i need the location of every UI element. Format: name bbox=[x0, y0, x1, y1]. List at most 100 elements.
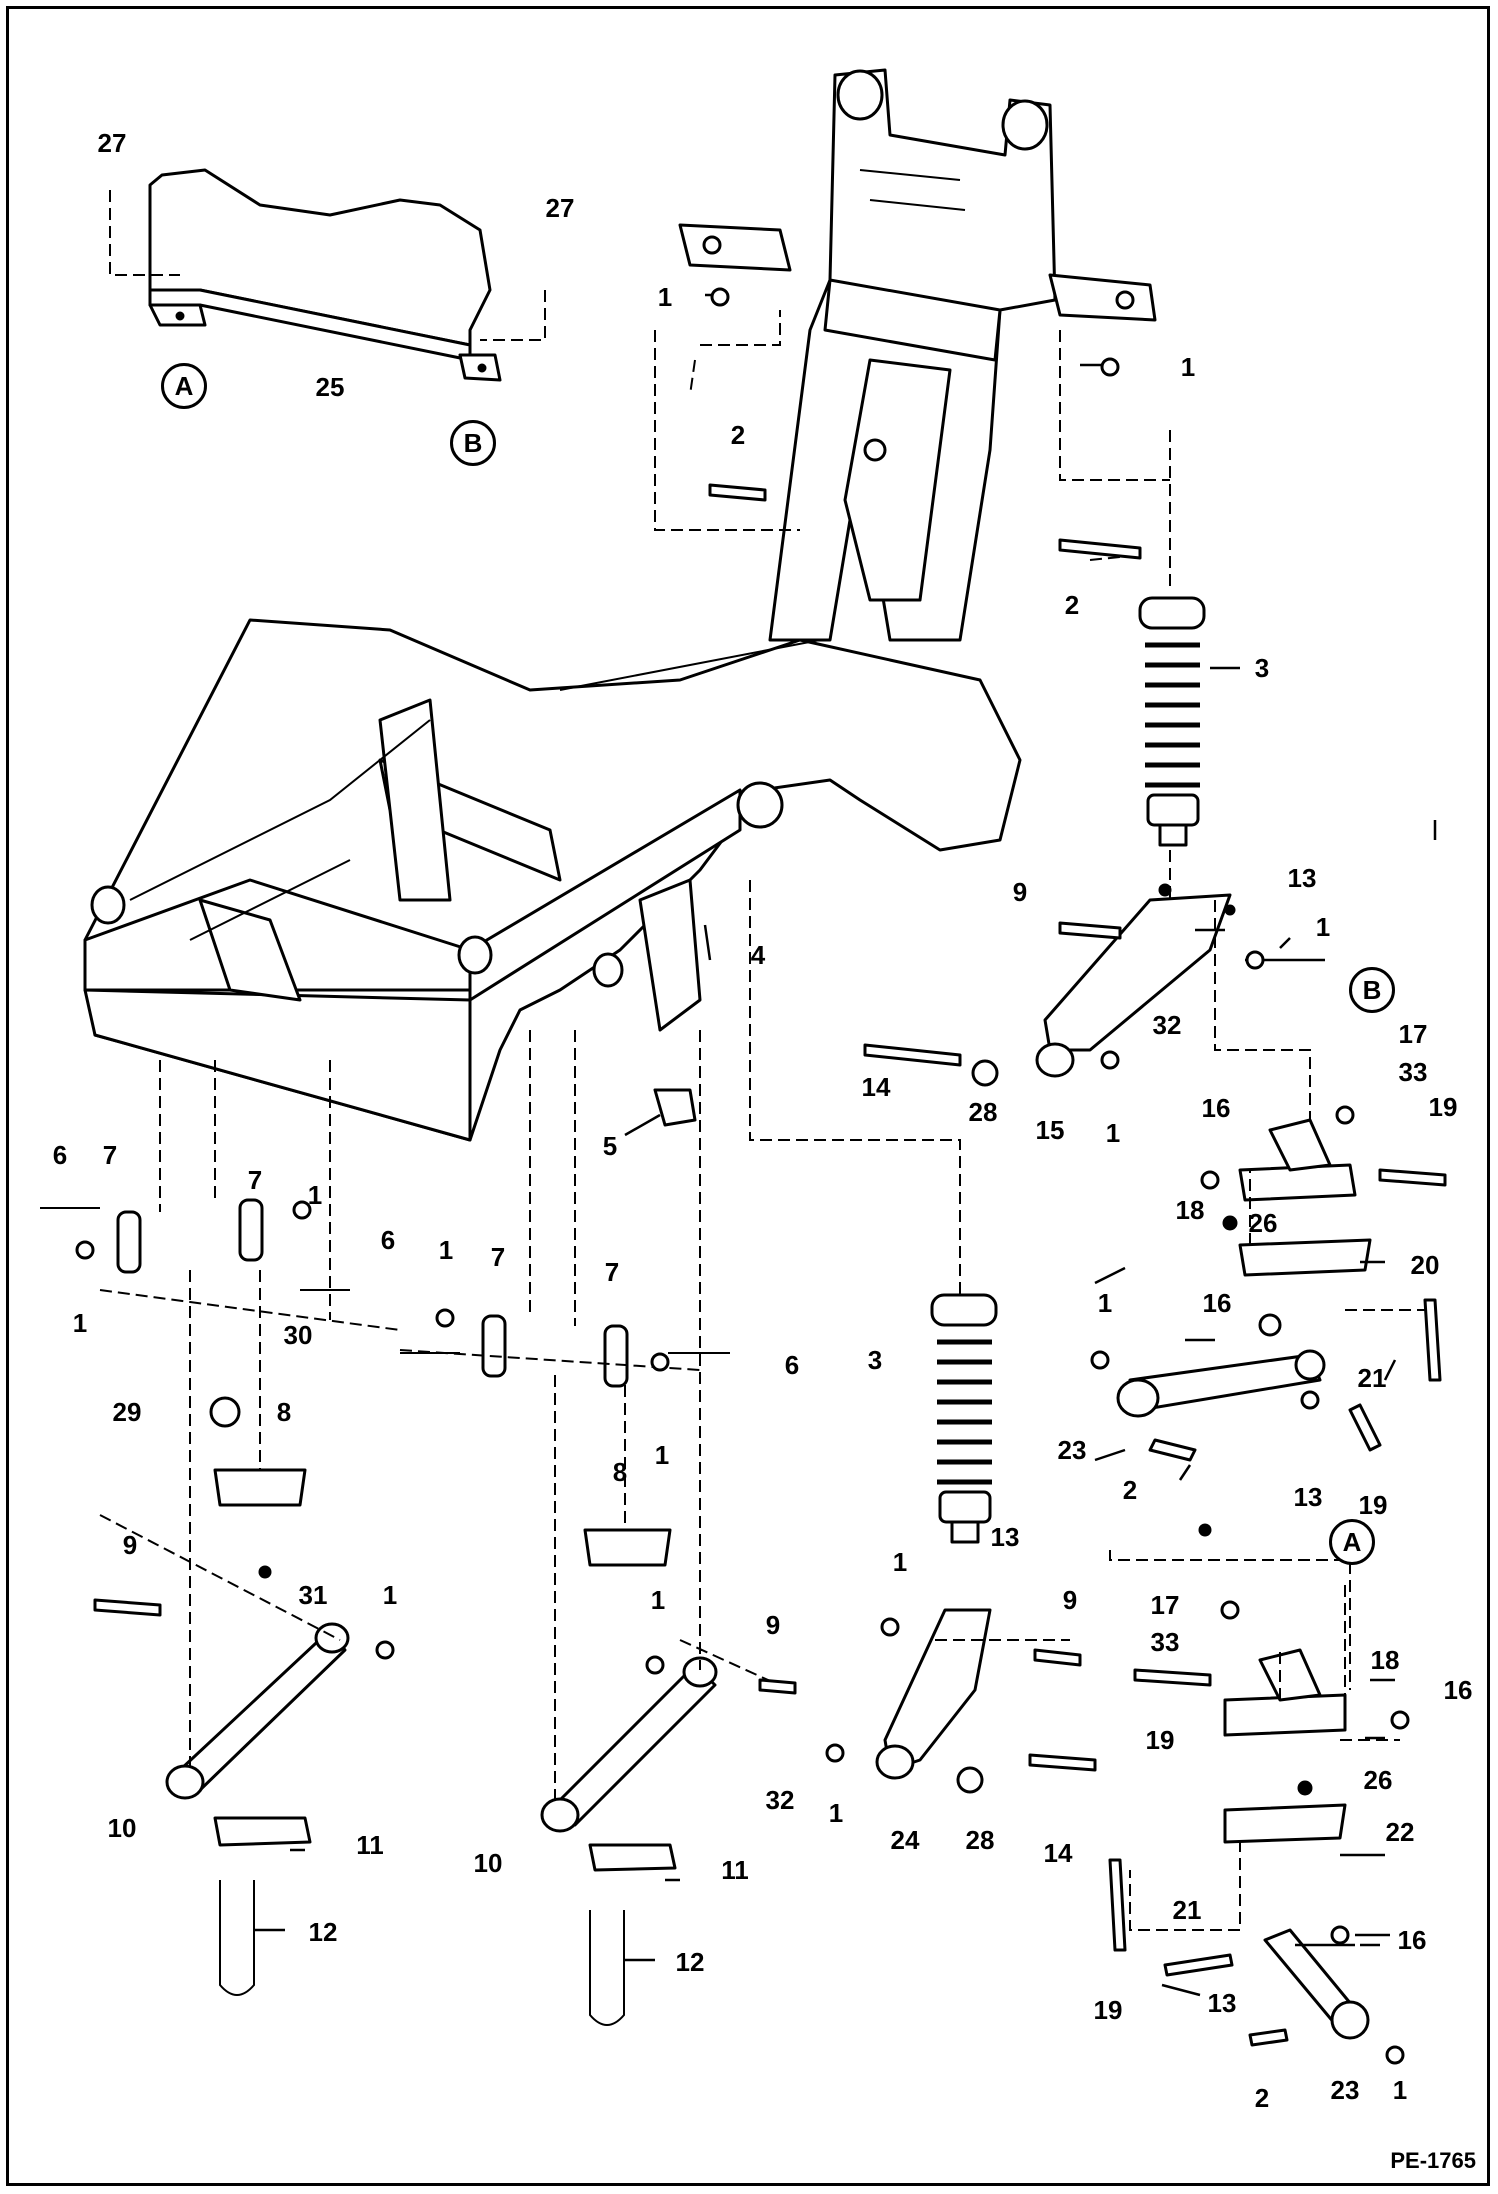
callout-1: 1 bbox=[1105, 1118, 1121, 1148]
callout-19: 19 bbox=[1145, 1725, 1175, 1755]
ref-circle-a-top: A bbox=[161, 363, 207, 409]
callout-13: 13 bbox=[990, 1522, 1020, 1552]
callout-9: 9 bbox=[1012, 877, 1028, 907]
callout-8: 8 bbox=[612, 1457, 628, 1487]
callout-1: 1 bbox=[1392, 2075, 1408, 2105]
callout-28: 28 bbox=[965, 1825, 995, 1855]
callout-18: 18 bbox=[1175, 1195, 1205, 1225]
ref-circle-b-top: B bbox=[450, 420, 496, 466]
ref-circle-a-right: A bbox=[1329, 1519, 1375, 1565]
callout-2: 2 bbox=[1064, 590, 1080, 620]
callout-23: 23 bbox=[1330, 2075, 1360, 2105]
callout-20: 20 bbox=[1410, 1250, 1440, 1280]
callout-11: 11 bbox=[356, 1830, 384, 1860]
callout-19: 19 bbox=[1093, 1995, 1123, 2025]
callout-30: 30 bbox=[283, 1320, 313, 1350]
mount-bracket-lower bbox=[1223, 1648, 1347, 1844]
callout-13: 13 bbox=[1207, 1988, 1237, 2018]
callout-10: 10 bbox=[473, 1848, 503, 1878]
bump-stop bbox=[653, 1088, 697, 1127]
swing-arm-lower bbox=[875, 1608, 992, 1794]
callout-1: 1 bbox=[1315, 912, 1331, 942]
callout-26: 26 bbox=[1248, 1208, 1278, 1238]
callout-1: 1 bbox=[1097, 1288, 1113, 1318]
bolts bbox=[93, 483, 1447, 2047]
callout-8: 8 bbox=[276, 1397, 292, 1427]
callout-6: 6 bbox=[380, 1225, 396, 1255]
callout-6: 6 bbox=[52, 1140, 68, 1170]
callout-2: 2 bbox=[730, 420, 746, 450]
document-id: PE-1765 bbox=[1390, 2148, 1476, 2173]
shock-absorber-lower bbox=[930, 1293, 998, 1544]
callout-12: 12 bbox=[675, 1947, 705, 1977]
spring-plate-right bbox=[588, 1843, 677, 1872]
callout-3: 3 bbox=[867, 1345, 883, 1375]
callout-7: 7 bbox=[490, 1242, 506, 1272]
callout-6: 6 bbox=[784, 1350, 800, 1380]
ref-circle-b-right: B bbox=[1349, 967, 1395, 1013]
callout-1: 1 bbox=[307, 1180, 323, 1210]
callout-10: 10 bbox=[107, 1813, 137, 1843]
callout-28: 28 bbox=[968, 1097, 998, 1127]
tie-link-upper bbox=[1116, 1349, 1326, 1418]
callout-16: 16 bbox=[1202, 1288, 1232, 1318]
callout-15: 15 bbox=[1035, 1115, 1065, 1145]
callout-13: 13 bbox=[1293, 1482, 1323, 1512]
callout-27: 27 bbox=[545, 193, 575, 223]
rops-tower bbox=[678, 68, 1157, 642]
callout-16: 16 bbox=[1201, 1093, 1231, 1123]
callout-22: 22 bbox=[1385, 1817, 1415, 1847]
callout-7: 7 bbox=[604, 1257, 620, 1287]
callout-23: 23 bbox=[1057, 1435, 1087, 1465]
callout-16: 16 bbox=[1443, 1675, 1473, 1705]
callout-14: 14 bbox=[1043, 1838, 1073, 1868]
callout-1: 1 bbox=[72, 1308, 88, 1338]
callout-32: 32 bbox=[1152, 1010, 1182, 1040]
callout-1: 1 bbox=[382, 1580, 398, 1610]
callout-27: 27 bbox=[97, 128, 127, 158]
callout-11: 11 bbox=[721, 1855, 749, 1885]
callout-32: 32 bbox=[765, 1785, 795, 1815]
callout-2: 2 bbox=[1254, 2083, 1270, 2113]
dashed-lines bbox=[99, 190, 1431, 1931]
callout-1: 1 bbox=[654, 1440, 670, 1470]
shackles-and-pins bbox=[40, 1198, 730, 1388]
callout-13: 13 bbox=[1287, 863, 1317, 893]
callout-21: 21 bbox=[1357, 1363, 1387, 1393]
callout-2: 2 bbox=[1122, 1475, 1138, 1505]
callout-1: 1 bbox=[657, 282, 673, 312]
callout-17: 17 bbox=[1398, 1019, 1428, 1049]
tie-link-lower bbox=[1263, 1928, 1370, 2040]
callout-1: 1 bbox=[438, 1235, 454, 1265]
callout-25: 25 bbox=[315, 372, 345, 402]
callout-7: 7 bbox=[102, 1140, 118, 1170]
u-bolt-right bbox=[589, 1910, 625, 2026]
spring-plate-left bbox=[213, 1816, 312, 1847]
spring-pad-left bbox=[213, 1468, 307, 1507]
callout-1: 1 bbox=[650, 1585, 666, 1615]
callout-1: 1 bbox=[892, 1547, 908, 1577]
main-frame bbox=[83, 618, 1022, 1142]
shock-absorber-upper bbox=[1138, 596, 1206, 847]
leaf-spring-left bbox=[165, 1622, 350, 1800]
fender-panel bbox=[148, 168, 502, 382]
callout-19: 19 bbox=[1428, 1092, 1458, 1122]
fasteners bbox=[75, 287, 1410, 2065]
callout-16: 16 bbox=[1397, 1925, 1427, 1955]
callout-14: 14 bbox=[861, 1072, 891, 1102]
mount-bracket-upper bbox=[1238, 1118, 1372, 1277]
callout-26: 26 bbox=[1363, 1765, 1393, 1795]
callout-12: 12 bbox=[308, 1917, 338, 1947]
callout-1: 1 bbox=[828, 1798, 844, 1828]
callout-4: 4 bbox=[750, 940, 766, 970]
callout-1: 1 bbox=[1180, 352, 1196, 382]
callout-9: 9 bbox=[765, 1610, 781, 1640]
spring-pad-right bbox=[583, 1528, 672, 1567]
leaf-spring-right bbox=[540, 1656, 718, 1833]
callout-18: 18 bbox=[1370, 1645, 1400, 1675]
callout-9: 9 bbox=[122, 1530, 138, 1560]
callout-3: 3 bbox=[1254, 653, 1270, 683]
callout-21: 21 bbox=[1172, 1895, 1202, 1925]
callout-24: 24 bbox=[890, 1825, 920, 1855]
